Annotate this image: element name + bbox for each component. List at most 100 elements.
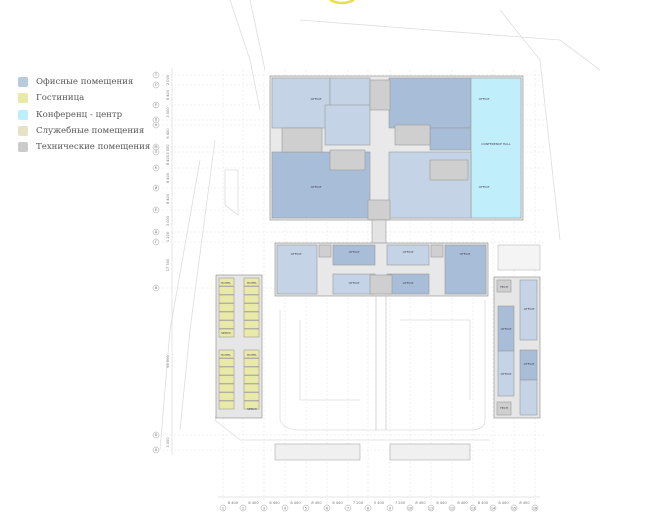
office-room xyxy=(388,77,472,129)
column-axis-marker xyxy=(406,504,414,512)
technical-room xyxy=(394,124,431,146)
row-axis-marker xyxy=(152,238,160,246)
hotel-room xyxy=(243,328,260,338)
room-label-service: SERVC xyxy=(221,331,231,335)
column-axis-marker xyxy=(489,504,497,512)
connector-corridor xyxy=(371,219,387,246)
row-dimension: 3 000 xyxy=(166,215,170,226)
room-label-office: OFFICE xyxy=(349,281,360,285)
column-axis-label: 5 xyxy=(305,506,307,510)
office-room xyxy=(386,244,430,266)
office-room xyxy=(271,77,331,129)
hotel-room xyxy=(243,349,260,359)
row-axis-label: В xyxy=(155,286,158,290)
hotel-room xyxy=(218,383,235,393)
hotel-room xyxy=(218,366,235,376)
room-label-office: OFFICE xyxy=(291,252,302,256)
technical-room xyxy=(496,279,512,293)
column-axis-label: 15 xyxy=(512,506,516,510)
row-axis-marker xyxy=(152,284,160,292)
legend-item: Служебные помещения xyxy=(18,123,150,139)
office-room xyxy=(429,127,472,151)
hotel-room xyxy=(243,294,260,304)
hotel-room xyxy=(218,328,235,338)
row-axis-label: И xyxy=(155,186,158,190)
column-axis-label: 3 xyxy=(263,506,265,510)
column-axis-marker xyxy=(427,504,435,512)
legend-item: Гостиница xyxy=(18,90,150,106)
column-dimension: 8 400 xyxy=(415,501,426,505)
row-axis-marker xyxy=(152,71,160,79)
column-axis-label: 16 xyxy=(533,506,537,510)
column-dimension: 8 400 xyxy=(519,501,530,505)
room-label-technical: TECH xyxy=(499,285,508,289)
legend-item: Конференц - центр xyxy=(18,107,150,123)
row-axis-label: Г xyxy=(155,240,157,244)
hotel-room xyxy=(243,375,260,384)
row-axis-marker xyxy=(152,446,160,454)
hotel-room xyxy=(243,392,260,401)
hotel-room xyxy=(243,358,260,367)
room-label-service: SERVC xyxy=(247,407,257,411)
legend-swatch xyxy=(18,142,28,153)
row-dimension: 6 400 xyxy=(166,128,170,139)
room-label-office: OFFICE xyxy=(501,372,512,376)
column-axis-marker xyxy=(344,504,352,512)
column-axis-marker xyxy=(364,504,372,512)
column-axis-marker xyxy=(323,504,331,512)
technical-room xyxy=(369,79,391,111)
row-dimension: 3 000 xyxy=(166,107,170,118)
room-label-hotel: HOTEL xyxy=(247,353,257,357)
column-axis-marker xyxy=(448,504,456,512)
hotel-room xyxy=(218,320,235,329)
column-axis-marker xyxy=(386,504,394,512)
hotel-room xyxy=(243,366,260,376)
column-axis-label: 8 xyxy=(367,506,369,510)
column-dimension: 8 400 xyxy=(248,501,259,505)
column-axis-marker xyxy=(510,504,518,512)
row-dimension: 8 400 xyxy=(166,154,170,165)
column-axis-label: 10 xyxy=(408,506,412,510)
technical-room xyxy=(367,199,391,221)
legend-swatch xyxy=(18,77,28,88)
column-dimension: 8 400 xyxy=(436,501,447,505)
row-dimension: 8 400 xyxy=(166,172,170,183)
row-axis-label: Д xyxy=(155,230,158,234)
row-axis-marker xyxy=(152,101,160,109)
column-dimension: 8 400 xyxy=(228,501,239,505)
row-axis-marker xyxy=(152,184,160,192)
office-room xyxy=(329,77,371,109)
technical-room xyxy=(318,244,332,258)
hotel-room xyxy=(218,349,235,359)
room-label-conference: CONFERENCE HALL xyxy=(481,142,510,146)
site-line xyxy=(224,169,239,216)
room-label-hotel: HOTEL xyxy=(221,353,231,357)
row-dimension: 65 000 xyxy=(166,355,170,368)
room-label-hotel: HOTEL xyxy=(221,281,231,285)
column-dimension: 8 400 xyxy=(498,501,509,505)
row-axis-label: М xyxy=(155,145,158,149)
column-axis-label: 2 xyxy=(242,506,244,510)
legend-item: Офисные помещения xyxy=(18,74,150,90)
hotel-room xyxy=(243,400,260,410)
room-label-office: OFFICE xyxy=(349,250,360,254)
site-line xyxy=(400,319,471,400)
column-axis-label: 1 xyxy=(222,506,224,510)
office-room xyxy=(332,244,376,266)
row-dimension: 1 200 xyxy=(166,231,170,242)
technical-room xyxy=(429,159,469,181)
technical-room xyxy=(496,401,512,416)
hotel-room xyxy=(218,277,235,287)
column-axis-label: 4 xyxy=(284,506,286,510)
row-axis-label: К xyxy=(155,166,158,170)
column-dimension: 8 400 xyxy=(332,501,343,505)
row-dimension: 8 400 xyxy=(166,193,170,204)
row-dimension: 6 400 xyxy=(166,89,170,100)
row-axis-label: Л xyxy=(155,150,158,154)
column-dimension: 7 200 xyxy=(395,501,406,505)
site-line xyxy=(499,9,561,241)
hotel-room xyxy=(243,277,260,287)
room-label-office: OFFICE xyxy=(403,250,414,254)
column-axis-marker xyxy=(281,504,289,512)
